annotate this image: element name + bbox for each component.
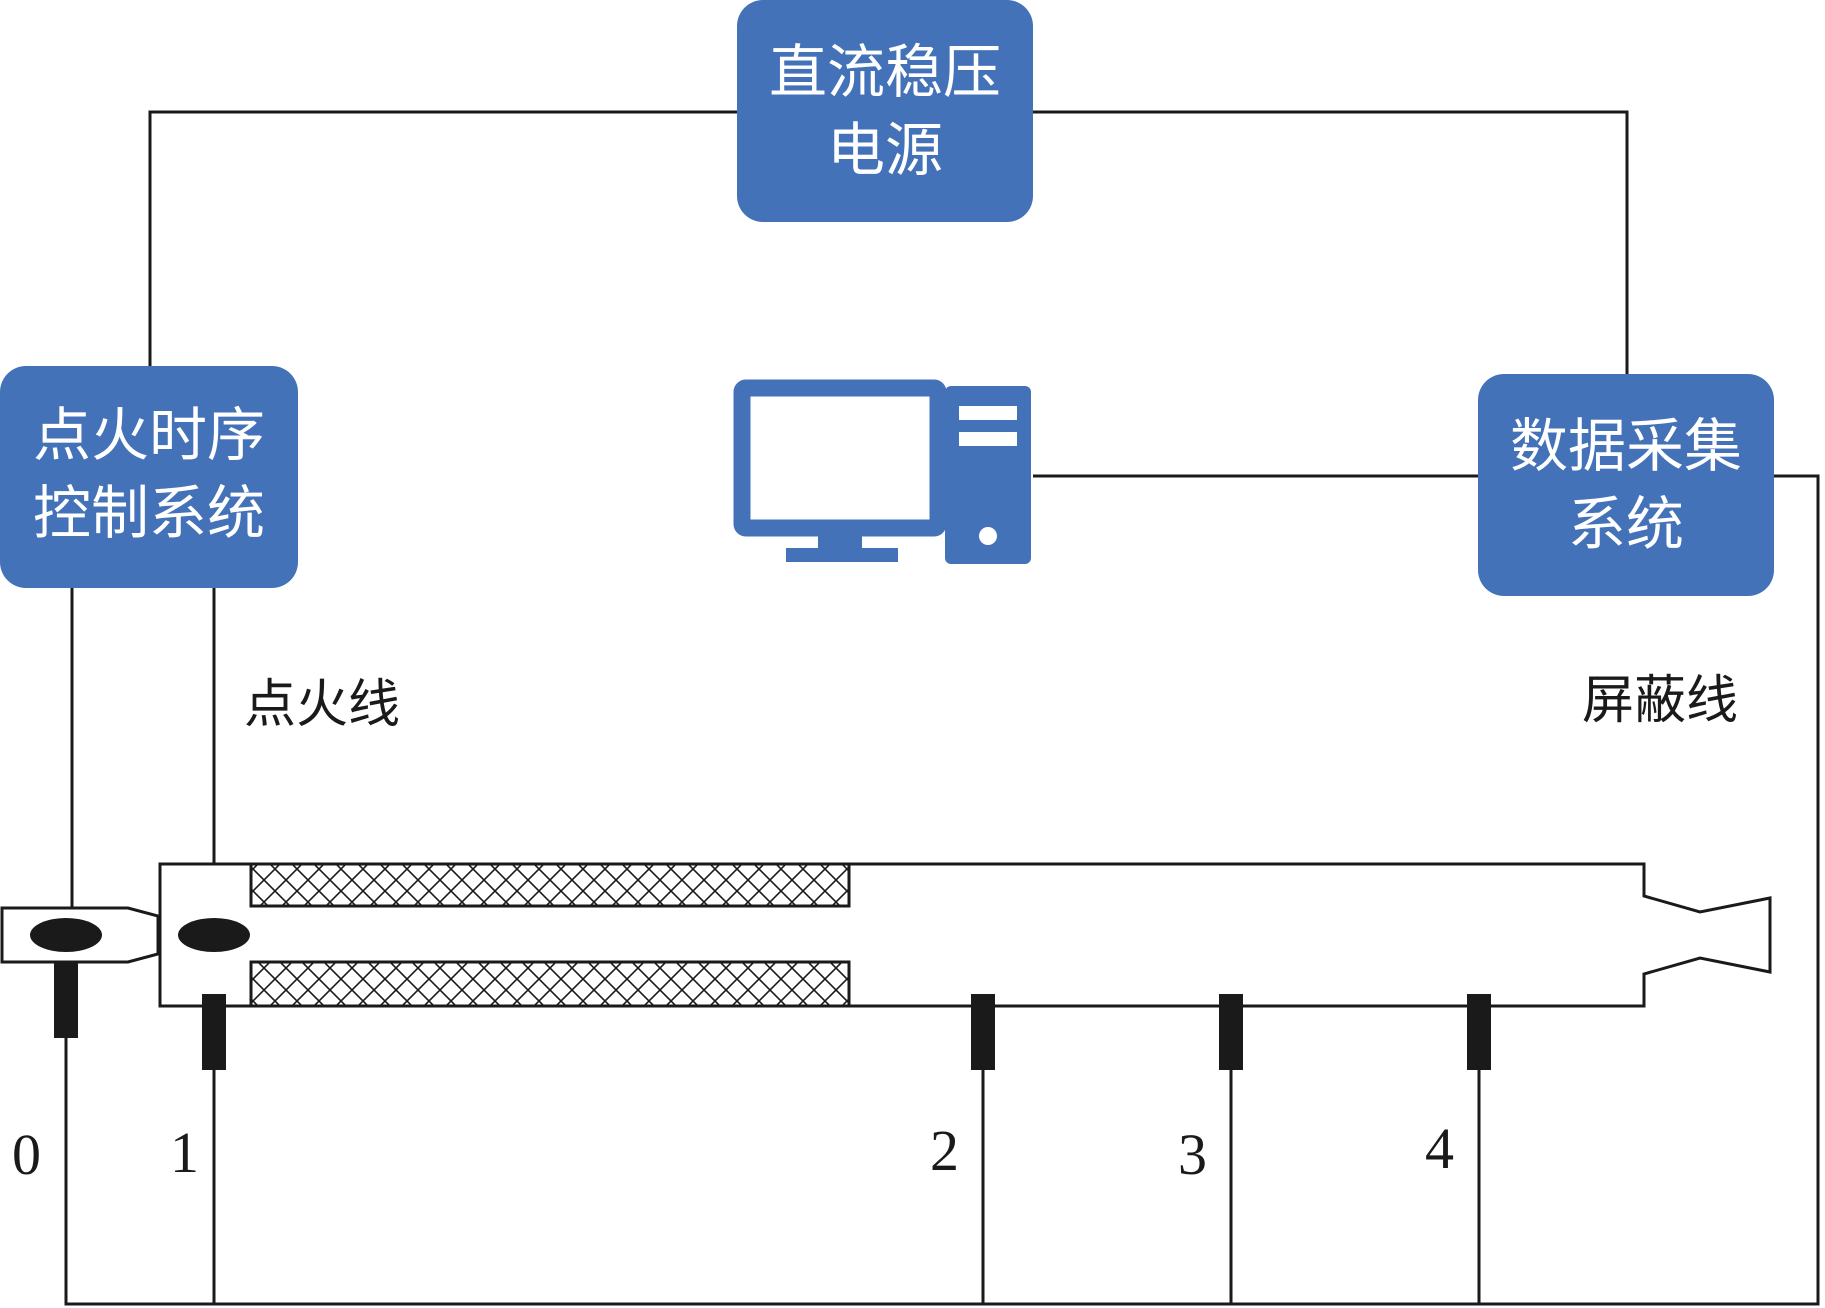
- ignition-control-label-line1: 点火时序: [33, 401, 265, 469]
- sensor-0: [54, 962, 78, 1038]
- sensor-3: [1219, 994, 1243, 1070]
- wire-power-to-ignition: [148, 110, 737, 366]
- igniter-0: [30, 918, 102, 952]
- power-supply-label-line1: 直流稳压: [769, 38, 1001, 106]
- sensor-2: [971, 994, 995, 1070]
- ignition-wire-label: 点火线: [244, 675, 400, 735]
- power-supply-box: 直流稳压 电源: [737, 0, 1033, 222]
- power-supply-label-line2: 电源: [827, 116, 943, 184]
- sensor-label-4: 4: [1425, 1116, 1454, 1181]
- hatched-insert-bottom: [249, 960, 851, 1008]
- wire-power-to-daq: [1033, 110, 1629, 374]
- sensors: [54, 962, 1491, 1070]
- data-acquisition-label-line1: 数据采集: [1510, 412, 1742, 480]
- shield-wire-label: 屏蔽线: [1582, 671, 1738, 731]
- data-acquisition-label-line2: 系统: [1568, 490, 1684, 558]
- tube-apparatus: [0, 862, 1772, 1008]
- sensor-label-0: 0: [12, 1122, 41, 1187]
- shield-wire: [64, 474, 1820, 1306]
- wiring: [64, 110, 1820, 1306]
- data-acquisition-box: 数据采集 系统: [1478, 374, 1774, 596]
- hatched-insert-top: [249, 862, 851, 908]
- ignition-control-label-line2: 控制系统: [33, 479, 265, 547]
- sensor-4: [1467, 994, 1491, 1070]
- sensor-label-2: 2: [930, 1118, 959, 1183]
- sensor-label-3: 3: [1178, 1122, 1207, 1187]
- sensor-1: [202, 994, 226, 1070]
- desktop-computer-icon: [733, 379, 1031, 564]
- igniter-1: [178, 918, 250, 952]
- ignition-control-box: 点火时序 控制系统: [0, 366, 298, 588]
- sensor-label-1: 1: [170, 1120, 199, 1185]
- sensor-number-labels: 0 1 2 3 4: [12, 1116, 1454, 1187]
